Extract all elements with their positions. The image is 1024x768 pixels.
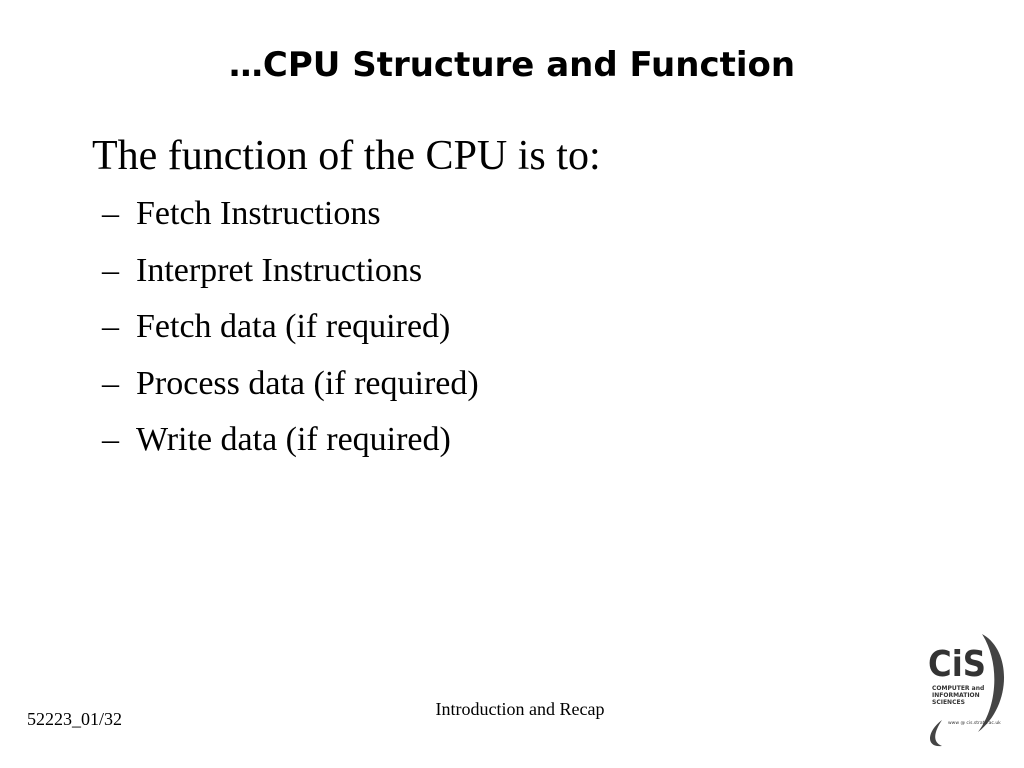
bullet-text: Write data (if required) <box>136 421 451 458</box>
logo-url: www @ cis.strath.ac.uk <box>948 720 1001 726</box>
bullet-text: Process data (if required) <box>136 364 479 402</box>
cis-logo-icon: CiS COMPUTER and INFORMATION SCIENCES ww… <box>928 634 1005 747</box>
footer-title: Introduction and Recap <box>435 699 605 719</box>
list-item: – Process data (if required) <box>102 362 479 419</box>
bullet-text: Interpret Instructions <box>136 251 423 289</box>
bullet-text: Fetch data (if required) <box>136 308 451 345</box>
logo-line-2: INFORMATION <box>932 692 980 699</box>
logo-line-3: SCIENCES <box>932 699 965 706</box>
slide-number: 52223_01/32 <box>27 709 123 729</box>
bullet-dash: – <box>102 195 119 232</box>
bullet-dash: – <box>102 308 119 345</box>
bullet-dash: – <box>102 364 119 402</box>
bullet-text: Fetch Instructions <box>136 195 381 232</box>
list-item: – Write data (if required) <box>102 418 479 475</box>
logo-line-1: COMPUTER and <box>932 685 984 692</box>
slide-title: …CPU Structure and Function <box>228 45 796 85</box>
lead-text: The function of the CPU is to: <box>92 133 601 179</box>
list-item: – Fetch data (if required) <box>102 305 479 362</box>
bullet-dash: – <box>102 421 119 458</box>
list-item: – Interpret Instructions <box>102 249 479 306</box>
list-item: – Fetch Instructions <box>102 192 479 249</box>
bullet-list: – Fetch Instructions – Interpret Instruc… <box>102 192 479 475</box>
bullet-dash: – <box>102 251 119 289</box>
logo-mark: CiS <box>928 644 986 685</box>
